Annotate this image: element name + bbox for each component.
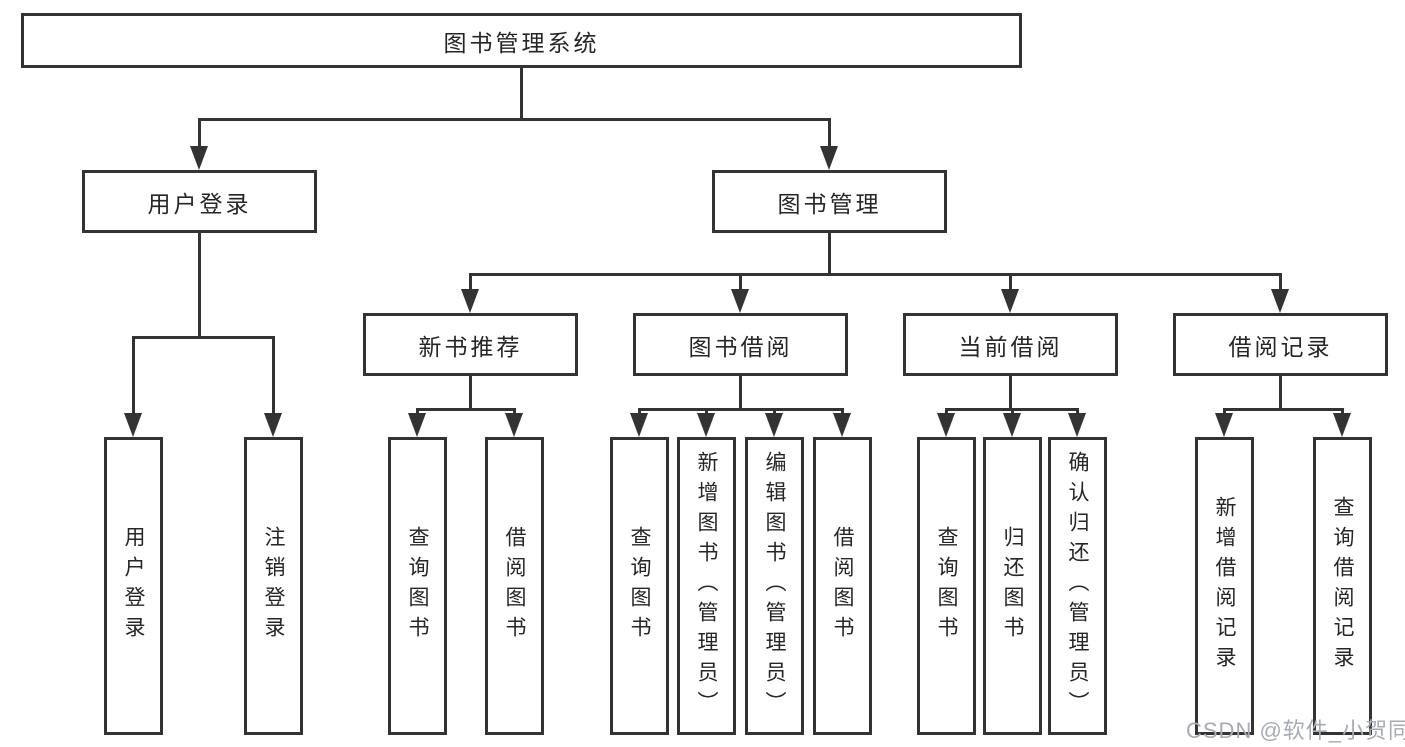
- node-new-book-recommendation: 新书推荐: [363, 313, 578, 376]
- node-label: 当前借阅: [958, 333, 1063, 360]
- node-label: 借阅图书: [831, 526, 854, 646]
- leaf-user-login: 用户登录: [104, 437, 163, 735]
- connector-line: [198, 118, 201, 150]
- connector-arrow: [1271, 289, 1289, 313]
- connector-arrow: [1001, 289, 1019, 313]
- connector-line: [1009, 376, 1012, 408]
- connector-arrow: [408, 413, 426, 437]
- watermark: CSDN @软件_小贺同学: [1186, 718, 1405, 743]
- leaf-borrow-books-recommend: 借阅图书: [485, 437, 544, 735]
- connector-arrow: [1215, 413, 1233, 437]
- node-user-login: 用户登录: [82, 170, 317, 233]
- leaf-edit-books-admin: 编辑图书（管理员）: [745, 437, 804, 735]
- connector-arrow: [833, 413, 851, 437]
- node-label: 确认归还（管理员）: [1066, 451, 1089, 721]
- node-book-borrowing: 图书借阅: [633, 313, 848, 376]
- connector-line: [1279, 273, 1282, 291]
- connector-arrow: [461, 289, 479, 313]
- node-label: 查询图书: [406, 526, 429, 646]
- connector-line: [739, 376, 742, 408]
- leaf-return-books: 归还图书: [983, 437, 1042, 735]
- node-label: 图书借阅: [688, 333, 793, 360]
- connector-arrow: [1333, 413, 1351, 437]
- connector-line: [828, 118, 831, 150]
- node-label: 用户登录: [122, 526, 145, 646]
- connector-line: [272, 336, 275, 415]
- node-label: 注销登录: [262, 526, 285, 646]
- node-label: 查询借阅记录: [1331, 496, 1354, 676]
- leaf-query-books-recommend: 查询图书: [388, 437, 447, 735]
- leaf-add-borrow-record: 新增借阅记录: [1195, 437, 1254, 735]
- node-label: 新增图书（管理员）: [695, 451, 718, 721]
- connector-arrow: [1068, 413, 1086, 437]
- connector-line: [198, 118, 831, 121]
- node-label: 用户登录: [147, 190, 252, 217]
- connector-line: [416, 408, 516, 411]
- leaf-confirm-return-admin: 确认归还（管理员）: [1048, 437, 1107, 735]
- node-label: 图书管理: [777, 190, 882, 217]
- connector-arrow: [697, 413, 715, 437]
- connector-arrow: [820, 146, 838, 170]
- leaf-add-books-admin: 新增图书（管理员）: [677, 437, 736, 735]
- node-label: 新增借阅记录: [1213, 496, 1236, 676]
- connector-line: [1223, 408, 1344, 411]
- node-book-management: 图书管理: [712, 170, 947, 233]
- connector-line: [132, 336, 275, 339]
- node-label: 图书管理系统: [443, 29, 600, 56]
- node-label: 借阅图书: [503, 526, 526, 646]
- node-label: 新书推荐: [418, 333, 523, 360]
- leaf-query-books-current: 查询图书: [917, 437, 976, 735]
- connector-line: [198, 233, 201, 336]
- connector-line: [469, 273, 1282, 276]
- connector-line: [469, 273, 472, 291]
- node-borrowing-records: 借阅记录: [1173, 313, 1388, 376]
- connector-arrow: [1003, 413, 1021, 437]
- node-label: 借阅记录: [1228, 333, 1333, 360]
- connector-arrow: [124, 413, 142, 437]
- connector-line: [469, 376, 472, 408]
- connector-arrow: [630, 413, 648, 437]
- connector-arrow: [731, 289, 749, 313]
- leaf-borrow-books: 借阅图书: [813, 437, 872, 735]
- leaf-logout: 注销登录: [244, 437, 303, 735]
- connector-line: [1279, 376, 1282, 408]
- connector-line: [132, 336, 135, 415]
- connector-line: [828, 233, 831, 273]
- connector-line: [520, 68, 523, 118]
- leaf-query-books-borrowing: 查询图书: [610, 437, 669, 735]
- node-label: 查询图书: [628, 526, 651, 646]
- node-current-borrowing: 当前借阅: [903, 313, 1118, 376]
- node-label: 编辑图书（管理员）: [763, 451, 786, 721]
- leaf-query-borrow-record: 查询借阅记录: [1313, 437, 1372, 735]
- connector-arrow: [190, 146, 208, 170]
- connector-line: [1009, 273, 1012, 291]
- connector-line: [739, 273, 742, 291]
- connector-arrow: [937, 413, 955, 437]
- node-label: 查询图书: [935, 526, 958, 646]
- node-label: 归还图书: [1001, 526, 1024, 646]
- connector-arrow: [765, 413, 783, 437]
- connector-arrow: [264, 413, 282, 437]
- node-library-system: 图书管理系统: [21, 13, 1022, 68]
- connector-arrow: [505, 413, 523, 437]
- connector-line: [638, 408, 844, 411]
